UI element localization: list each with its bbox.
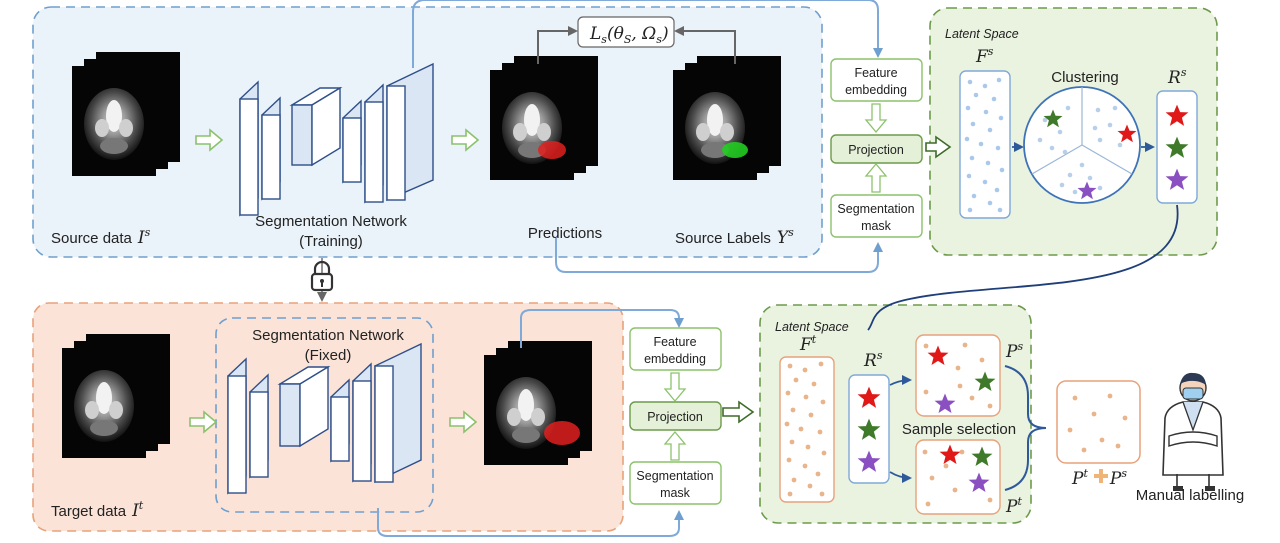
doctor-icon — [1162, 372, 1224, 491]
predicted-mask — [538, 141, 566, 159]
target-predicted-mask — [544, 421, 580, 445]
rs-transfer-curve — [867, 204, 1179, 331]
manual-labelling-label: Manual labelling — [1136, 487, 1244, 504]
loss-arrow-from-predictions — [537, 26, 578, 64]
feature-embedding-box-bottom — [629, 327, 722, 371]
projection-to-latent-arrows — [722, 135, 952, 424]
network-to-feature-embedding-line — [412, 0, 883, 68]
segmentation-mask-label-1: Segmentation — [837, 202, 914, 216]
merge-brace — [1004, 365, 1047, 491]
network-fixed-subtitle: (Fixed) — [305, 347, 352, 364]
segmentation-network-training — [239, 62, 434, 217]
top-pipeline: Feature embedding Projection Segmentatio… — [830, 58, 923, 238]
feature-embedding-box-top — [830, 58, 923, 102]
target-predictions-mri-stack — [484, 341, 592, 465]
ps-symbol: Ps — [1005, 340, 1023, 362]
lock-icon — [310, 260, 334, 292]
feature-embedding-label-2: embedding — [644, 352, 706, 366]
pt-points — [922, 449, 993, 507]
clustering-label: Clustering — [1051, 69, 1119, 86]
loss-arrow-from-labels — [674, 26, 736, 64]
segmentation-mask-box-top — [830, 194, 923, 238]
segmentation-network-fixed — [227, 342, 422, 495]
predictions-label: Predictions — [528, 225, 602, 242]
ft-feature-points — [784, 361, 827, 497]
label-mask — [722, 142, 748, 158]
latent-space-top-title: Latent Space — [945, 27, 1019, 41]
latent-space-bottom-title: Latent Space — [775, 320, 849, 334]
source-mri-stack — [72, 52, 180, 176]
bottom-pipeline: Feature embedding Projection Segmentatio… — [629, 327, 722, 505]
rs-symbol-bottom: Rs — [863, 349, 883, 371]
feature-embedding-label-1: Feature — [854, 66, 897, 80]
sample-selection-label: Sample selection — [902, 421, 1016, 438]
segmentation-mask-label-2: mask — [660, 486, 691, 500]
merged-sample-box — [1056, 380, 1141, 464]
rs-to-ps-arrow — [889, 375, 912, 386]
fs-symbol: Fs — [975, 45, 994, 67]
feature-embedding-label-2: embedding — [845, 83, 907, 97]
loss-formula: Ls(θS, Ωs) — [589, 24, 669, 46]
segmentation-mask-label-1: Segmentation — [636, 469, 713, 483]
fixed-network-to-feature-embedding-line — [520, 309, 684, 348]
projection-label: Projection — [848, 143, 904, 157]
predictions-mri-stack — [490, 56, 598, 180]
projection-box-top — [830, 134, 923, 164]
plus-icon — [1094, 469, 1108, 483]
rs-to-pt-arrow — [889, 471, 912, 483]
fs-feature-box — [959, 70, 1011, 219]
clustering-points — [1037, 105, 1123, 195]
network-fixed-title: Segmentation Network — [252, 327, 404, 344]
flow-arrows — [189, 128, 480, 434]
pt-symbol: Pt — [1005, 495, 1022, 517]
ft-feature-box — [779, 356, 835, 503]
rs-symbol-top: Rs — [1167, 66, 1187, 88]
projection-label: Projection — [647, 410, 703, 424]
ft-symbol: Ft — [799, 333, 817, 355]
target-predictions-to-segmask-line — [377, 508, 684, 537]
network-training-title: Segmentation Network — [255, 213, 407, 230]
target-mri-stack — [62, 334, 170, 458]
feature-embedding-label-1: Feature — [653, 335, 696, 349]
network-training-subtitle: (Training) — [299, 233, 363, 250]
clustering-partition-lines — [1031, 87, 1133, 175]
source-labels-mri-stack — [673, 56, 781, 180]
ps-points — [923, 342, 993, 409]
segmentation-mask-label-2: mask — [861, 219, 892, 233]
projection-box-bottom — [629, 401, 722, 431]
fixed-network-panel — [215, 317, 434, 513]
fs-feature-points — [964, 77, 1005, 213]
predictions-to-segmask-line — [555, 238, 883, 273]
ps-selection-box — [915, 334, 1001, 417]
segmentation-mask-box-bottom — [629, 461, 722, 505]
merged-points — [1067, 393, 1128, 453]
